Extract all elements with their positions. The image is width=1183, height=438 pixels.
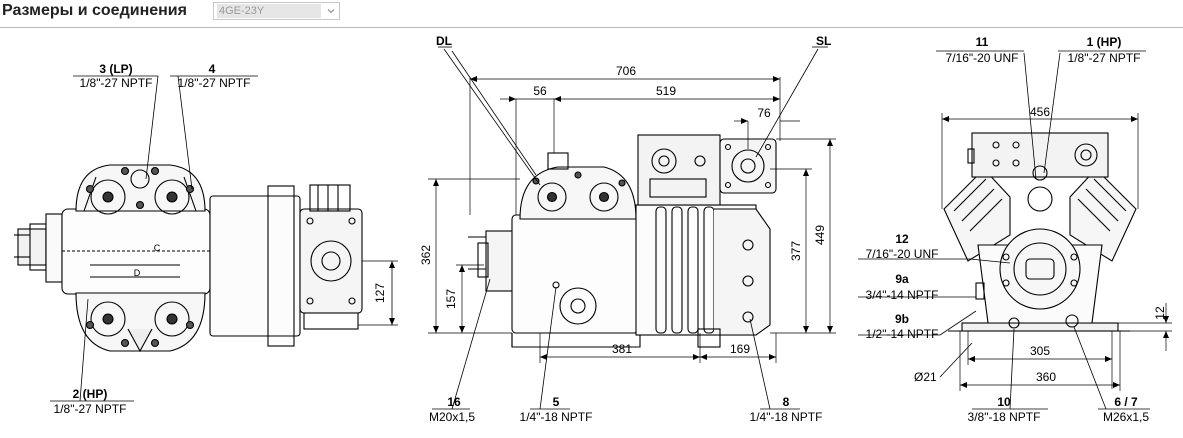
conn-3-spec: 1/8"-27 NPTF (80, 76, 153, 90)
conn-16-id: 16 (447, 395, 461, 409)
conn-6-7-id: 6 / 7 (1114, 395, 1138, 409)
dim-449: 449 (813, 225, 827, 245)
dim-377: 377 (789, 241, 803, 261)
side-view-suction-flange (719, 138, 777, 194)
conn-10-spec: 3/8"-18 NPTF (968, 410, 1041, 424)
dim-76: 76 (757, 106, 771, 120)
conn-9b-id: 9b (895, 312, 909, 326)
model-select[interactable]: 4GE-23Y (213, 2, 340, 20)
side-view-terminal-box (637, 134, 721, 206)
top-view-left-fittings (14, 213, 63, 283)
conn-5-spec: 1/4"-18 NPTF (520, 410, 593, 424)
end-view-oil-pump (999, 186, 1081, 310)
dim-127: 127 (373, 283, 387, 303)
side-view-leaders (432, 46, 828, 410)
dim-56: 56 (533, 84, 547, 98)
end-view-terminal-box (967, 132, 1109, 181)
technical-drawing: 3 (LP) 1/8"-27 NPTF 4 1/8"-27 NPTF 2 (HP… (14, 34, 1172, 424)
mark-d: D (134, 268, 141, 278)
top-view-leaders (50, 75, 258, 402)
dim-362: 362 (419, 245, 433, 265)
side-view-dim-lines (428, 76, 836, 363)
end-view (858, 50, 1172, 410)
conn-11-spec: 7/16"-20 UNF (946, 51, 1019, 65)
conn-2-spec: 1/8"-27 NPTF (54, 402, 127, 416)
conn-4-spec: 1/8"-27 NPTF (178, 76, 251, 90)
dia-21: Ø21 (914, 370, 937, 384)
conn-12-id: 12 (895, 232, 909, 246)
dim-381: 381 (612, 342, 632, 356)
top-view (14, 75, 398, 402)
top-view-labels: 3 (LP) 1/8"-27 NPTF 4 1/8"-27 NPTF 2 (HP… (54, 62, 387, 416)
end-view-leaders (858, 50, 1150, 410)
header-divider (0, 27, 1183, 28)
side-view-labels: DL SL 706 56 519 76 362 157 377 449 381 … (419, 34, 831, 424)
conn-9a-spec: 3/4"-14 NPTF (866, 288, 939, 302)
top-view-suction-flange (299, 184, 363, 330)
conn-8-spec: 1/4"-18 NPTF (750, 410, 823, 424)
conn-2-id: 2 (HP) (73, 387, 108, 401)
conn-8-id: 8 (783, 395, 790, 409)
mark-c: C (154, 243, 161, 253)
label-dl: DL (436, 34, 452, 48)
side-view (428, 46, 836, 410)
conn-9b-spec: 1/2"-14 NPTF (866, 327, 939, 341)
top-view-upper-head (75, 164, 206, 215)
conn-6-7-spec: M26x1,5 (1103, 410, 1149, 424)
end-view-labels: 11 7/16"-20 UNF 1 (HP) 1/8"-27 NPTF 456 … (866, 35, 1167, 424)
label-sl: SL (816, 34, 831, 48)
dim-706: 706 (616, 64, 636, 78)
page-header: Размеры и соединения 4GE-23Y (0, 0, 1183, 28)
top-view-motor (209, 195, 301, 337)
page-title: Размеры и соединения (2, 2, 187, 19)
chevron-down-icon (327, 9, 335, 14)
model-select-value: 4GE-23Y (217, 4, 321, 18)
conn-4-id: 4 (209, 62, 216, 76)
dim-519: 519 (656, 84, 676, 98)
side-view-cylinder-head (519, 152, 637, 220)
end-view-base (961, 322, 1119, 332)
conn-1-id: 1 (HP) (1087, 35, 1122, 49)
dim-12: 12 (1153, 306, 1167, 320)
conn-1-spec: 1/8"-27 NPTF (1068, 51, 1141, 65)
dim-305: 305 (1030, 344, 1050, 358)
conn-10-id: 10 (997, 395, 1011, 409)
side-view-motor (635, 204, 771, 336)
dim-157: 157 (444, 289, 458, 309)
conn-5-id: 5 (553, 395, 560, 409)
dim-127-lines (358, 260, 398, 326)
conn-3-id: 3 (LP) (99, 62, 132, 76)
end-view-dim-lines (941, 113, 1172, 391)
conn-16-spec: M20x1,5 (429, 410, 475, 424)
top-view-lower-head (75, 292, 206, 353)
conn-11-id: 11 (976, 35, 989, 49)
conn-9a-id: 9a (895, 272, 909, 286)
side-view-crankcase (511, 214, 639, 334)
conn-12-spec: 7/16"-20 UNF (866, 247, 939, 261)
dim-169: 169 (730, 342, 750, 356)
dim-360: 360 (1036, 370, 1056, 384)
dim-456: 456 (1030, 105, 1050, 119)
